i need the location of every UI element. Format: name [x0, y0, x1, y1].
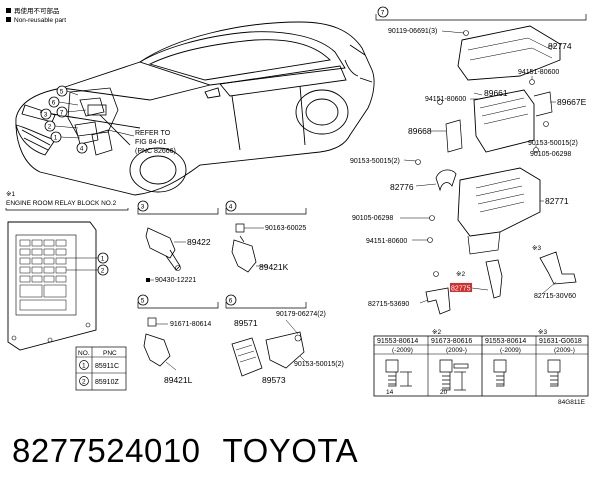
bolt-group2-mark: ※2 — [432, 329, 441, 336]
part-90119-06691[interactable]: 90119-06691(3) — [388, 28, 437, 35]
section5-num: 5 — [141, 298, 145, 305]
relay-pnc-table: NO. PNC 1 85911C 2 85910Z — [75, 346, 127, 391]
part-94151-80600-c[interactable]: 94151-80600 — [366, 238, 407, 245]
legend: 再使用不可部品 Non-reusable part — [6, 6, 66, 24]
footer-part-number: 8277524010 — [12, 432, 201, 469]
table-row1-no: 1 — [82, 363, 86, 370]
table-row2-no: 2 — [82, 379, 86, 386]
table-header-no: NO. — [78, 350, 90, 357]
part-82776[interactable]: 82776 — [390, 182, 414, 192]
part-89667E[interactable]: 89667E — [557, 97, 587, 107]
part-94151-80600-a[interactable]: 94151-80600 — [518, 69, 559, 76]
part-89421L[interactable]: 89421L — [164, 375, 193, 385]
bolt-table: ※2 ※3 91553-80614 91673-80616 91553-8061… — [373, 329, 589, 397]
part-90179-06274[interactable]: 90179-06274(2) — [276, 311, 326, 318]
car-illustration — [15, 21, 375, 196]
part-90153-50015-s6[interactable]: 90153-50015(2) — [294, 361, 344, 368]
part-82715-53690[interactable]: 82715-53690 — [368, 301, 409, 308]
footer-caption: 8277524010 TOYOTA — [12, 432, 380, 470]
section6-num: 6 — [229, 298, 233, 305]
bolt-91553-80614-a[interactable]: 91553-80614 — [377, 338, 418, 345]
part-89661[interactable]: 89661 — [484, 88, 508, 98]
part-90153-50015-a[interactable]: 90153-50015(2) — [528, 140, 578, 147]
part-91671-80614[interactable]: 91671-80614 — [170, 321, 211, 328]
section-4: 4 90163-60025 89421K — [225, 200, 306, 273]
table-header-pnc: PNC — [103, 350, 117, 357]
car-callouts: 5 6 3 2 1 7 4 — [40, 85, 88, 154]
note-3: ※3 — [532, 245, 541, 252]
part-90163-60025[interactable]: 90163-60025 — [265, 225, 306, 232]
bolt-date-3: (-2009) — [500, 347, 521, 354]
section3-num: 3 — [141, 204, 145, 211]
bolt-91631-G0618[interactable]: 91631-G0618 — [539, 338, 582, 345]
refer-line1: REFER TO — [135, 130, 171, 137]
part-82774[interactable]: 82774 — [548, 41, 572, 51]
refer-note: REFER TO FIG 84-01 (PNC 82666) — [107, 129, 176, 155]
part-82715-30V60[interactable]: 82715-30V60 — [534, 293, 576, 300]
bolt-dim-14: 14 — [386, 389, 394, 396]
bolt-dim-20: 20 — [440, 389, 448, 396]
section-7: 7 — [350, 6, 587, 315]
callout-6: 6 — [52, 100, 56, 107]
part-82775[interactable]: 82775 — [451, 286, 471, 293]
section-5: 5 91671-80614 89421L — [137, 294, 219, 385]
note-2: ※2 — [456, 271, 465, 278]
bolt-91673-80616[interactable]: 91673-80616 — [431, 338, 472, 345]
bolt-group3-mark: ※3 — [538, 329, 547, 336]
part-89573[interactable]: 89573 — [262, 375, 286, 385]
table-row2-pnc: 85910Z — [95, 379, 119, 386]
non-reusable-icon-2 — [6, 17, 11, 22]
highlight-82775 — [450, 283, 472, 292]
bolt-date-2: (2009-) — [446, 347, 467, 354]
bolt-date-1: (-2009) — [392, 347, 413, 354]
relay-note-mark: ※1 — [6, 191, 15, 198]
callout-7: 7 — [60, 110, 64, 117]
part-90430-12221[interactable]: 90430-12221 — [155, 277, 196, 284]
part-90153-50015-b[interactable]: 90153-50015(2) — [350, 158, 400, 165]
part-89422[interactable]: 89422 — [187, 237, 211, 247]
section4-num: 4 — [229, 204, 233, 211]
footer-brand: TOYOTA — [222, 432, 359, 469]
refer-line3: (PNC 82666) — [135, 148, 176, 155]
callout-4: 4 — [80, 146, 84, 153]
bolt-date-4: (2009-) — [554, 347, 575, 354]
section7-num: 7 — [381, 10, 385, 17]
part-90105-06298-a[interactable]: 90105-06298 — [530, 151, 571, 158]
non-reusable-icon — [6, 8, 11, 13]
relay-block-section: ※1 ENGINE ROOM RELAY BLOCK NO.2 1 2 — [5, 191, 129, 391]
part-82771[interactable]: 82771 — [545, 196, 569, 206]
part-89668[interactable]: 89668 — [408, 126, 432, 136]
part-89571[interactable]: 89571 — [234, 318, 258, 328]
part-94151-80600-b[interactable]: 94151-80600 — [425, 96, 466, 103]
section-3: 3 89422 90430-12221 — [137, 200, 219, 284]
relay-callout-1: 1 — [101, 256, 105, 263]
legend-line1: 再使用不可部品 — [14, 6, 60, 15]
part-90105-06298-b[interactable]: 90105-06298 — [352, 215, 393, 222]
callout-1: 1 — [54, 135, 58, 142]
callout-2: 2 — [48, 124, 52, 131]
part-89421K[interactable]: 89421K — [259, 262, 289, 272]
table-row1-pnc: 85911C — [95, 363, 119, 370]
bolt-91553-80614-b[interactable]: 91553-80614 — [485, 338, 526, 345]
section-6: 6 89571 90179-06274(2) 90153-50015(2) 89… — [225, 294, 344, 385]
relay-callout-2: 2 — [101, 268, 105, 275]
refer-line2: FIG 84-01 — [135, 139, 167, 146]
relay-title: ENGINE ROOM RELAY BLOCK NO.2 — [6, 200, 117, 207]
legend-line2: Non-reusable part — [14, 17, 66, 24]
diagram-code: 84G811E — [558, 399, 586, 406]
callout-3: 3 — [44, 112, 48, 119]
callout-5: 5 — [60, 89, 64, 96]
